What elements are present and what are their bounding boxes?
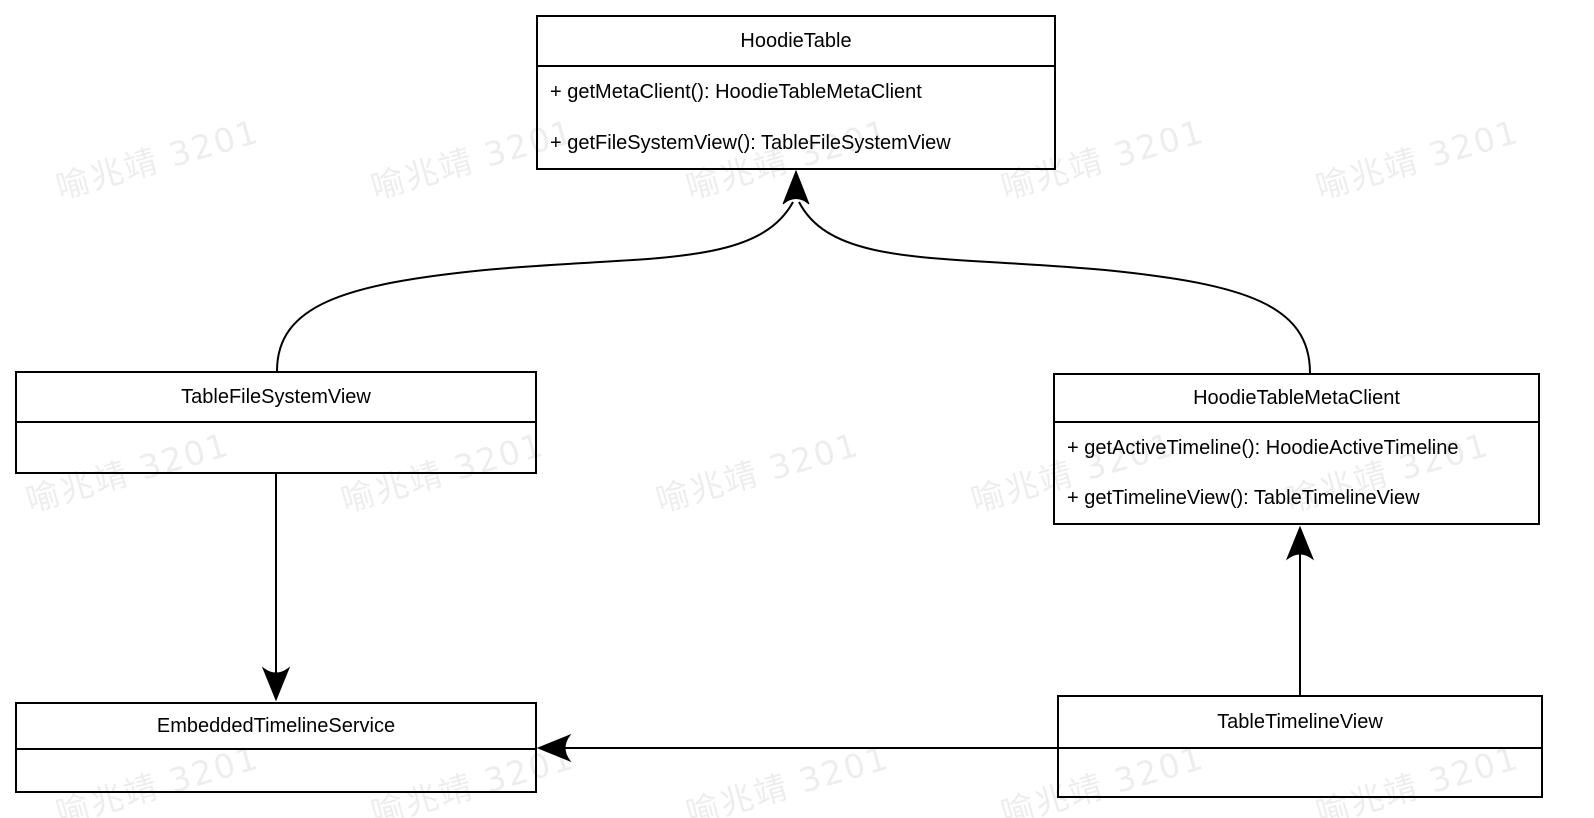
- class-title-hoodietablemetaclient: HoodieTableMetaClient: [1055, 375, 1538, 423]
- arrowhead-left-embeddedtimelineservice: [536, 733, 572, 763]
- method-getfilesystemview: + getFileSystemView(): TableFileSystemVi…: [550, 131, 951, 154]
- arrowhead-up-hoodietable: [782, 169, 810, 205]
- class-body-tabletimelineview: [1059, 749, 1541, 796]
- method-getmetaclient: + getMetaClient(): HoodieTableMetaClient: [550, 81, 922, 104]
- class-box-embeddedtimelineservice: EmbeddedTimelineService: [15, 702, 537, 793]
- arrowhead-up-hoodietablemetaclient: [1285, 525, 1315, 561]
- watermark-text: 喻兆靖 3201: [1311, 111, 1524, 208]
- class-title-tabletimelineview: TableTimelineView: [1059, 697, 1541, 749]
- class-box-hoodietable: HoodieTable + getMetaClient(): HoodieTab…: [536, 15, 1056, 170]
- class-title-hoodietable: HoodieTable: [538, 17, 1054, 67]
- class-body-tablefilesystemview: [17, 423, 535, 472]
- class-body-hoodietable: + getMetaClient(): HoodieTableMetaClient…: [538, 67, 1054, 168]
- class-title-embeddedtimelineservice: EmbeddedTimelineService: [17, 704, 535, 750]
- watermark-text: 喻兆靖 3201: [651, 424, 864, 521]
- watermark-text: 喻兆靖 3201: [51, 111, 264, 208]
- class-body-embeddedtimelineservice: [17, 750, 535, 791]
- class-body-hoodietablemetaclient: + getActiveTimeline(): HoodieActiveTimel…: [1055, 423, 1538, 523]
- class-box-tabletimelineview: TableTimelineView: [1057, 695, 1543, 798]
- class-box-tablefilesystemview: TableFileSystemView: [15, 371, 537, 474]
- class-title-tablefilesystemview: TableFileSystemView: [17, 373, 535, 423]
- method-gettimelineview: + getTimelineView(): TableTimelineView: [1067, 487, 1420, 509]
- method-getactivetimeline: + getActiveTimeline(): HoodieActiveTimel…: [1067, 437, 1459, 459]
- watermark-text: 喻兆靖 3201: [681, 737, 894, 818]
- edge-hoodietablemetaclient-to-hoodietable: [798, 201, 1311, 374]
- class-box-hoodietablemetaclient: HoodieTableMetaClient + getActiveTimelin…: [1053, 373, 1540, 525]
- arrowhead-down-embeddedtimelineservice: [261, 666, 291, 702]
- edge-tablefilesystemview-to-hoodietable: [276, 201, 794, 372]
